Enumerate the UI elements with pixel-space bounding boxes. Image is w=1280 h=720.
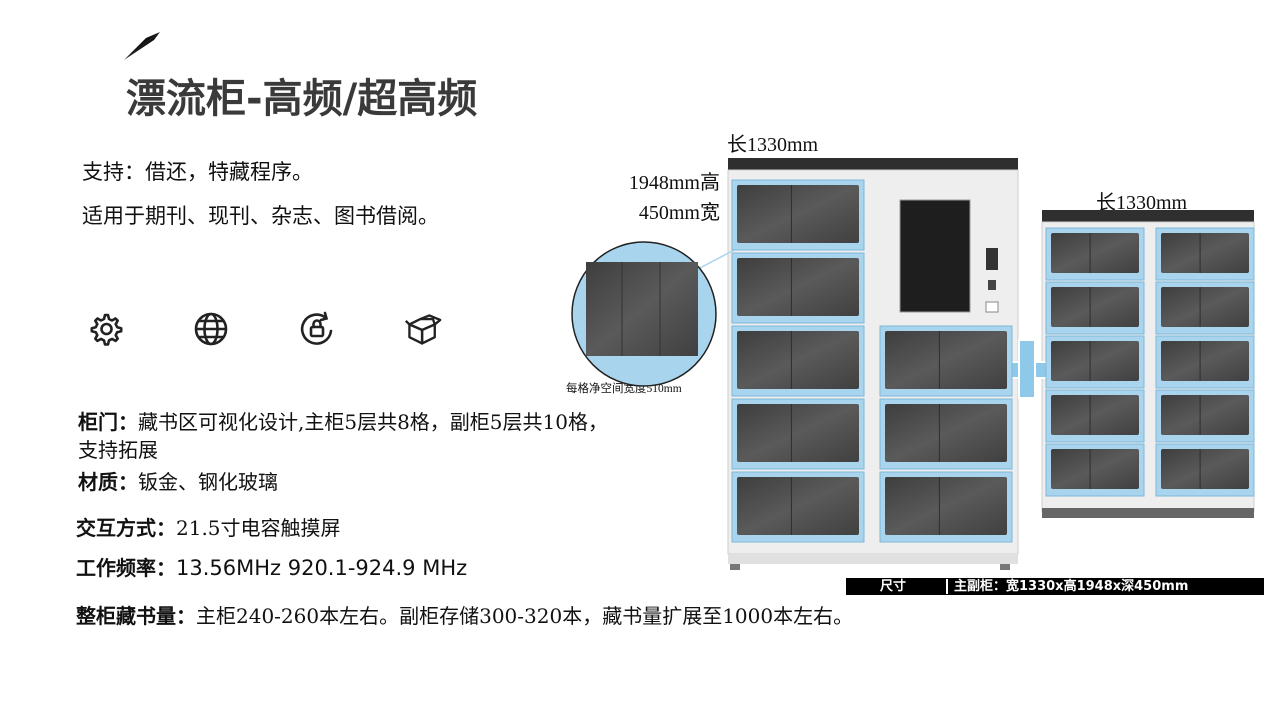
spec-frequency-label: 工作频率： [76,556,176,580]
main-compartment [731,325,865,397]
intro-line-support: 支持：借还，特藏程序。 [82,160,313,184]
size-spec-divider [946,579,948,594]
side-compartment [1045,389,1145,443]
open-box-icon [404,314,442,345]
side-compartment [1155,389,1255,443]
spec-door-label: 柜门： [78,410,138,434]
side-compartment [1155,443,1255,497]
main-compartment [879,398,1013,470]
spec-material-value: 钣金、钢化玻璃 [138,470,278,494]
spec-interaction-label: 交互方式： [76,516,176,540]
spec-door-value-cont: 支持拓展 [78,438,158,462]
spec-frequency-value: 13.56MHz 920.1-924.9 MHz [176,556,468,580]
side-compartment [1045,335,1145,389]
main-compartment [731,252,865,324]
intro-line-usage: 适用于期刊、现刊、杂志、图书借阅。 [82,204,439,228]
globe-icon [194,312,228,346]
main-compartment [731,179,865,251]
side-compartment [1155,335,1255,389]
spec-material-label: 材质： [78,470,138,494]
cabinet-illustration [571,158,1255,570]
size-spec-label: 尺寸 [880,579,907,594]
main-cabinet-length-label: 长1330mm [727,134,819,156]
spec-frequency: 工作频率：13.56MHz 920.1-924.9 MHz [76,554,467,582]
gear-icon [90,313,123,346]
side-compartment [1045,281,1145,335]
main-compartment [731,471,865,543]
main-compartment [731,398,865,470]
zoom-detail [571,227,777,387]
size-spec-bar: 尺寸 主副柜：宽1330x高1948x深450mm [846,578,1264,595]
side-compartment [1045,227,1145,281]
spec-door: 柜门：藏书区可视化设计,主柜5层共8格，副柜5层共10格， 支持拓展 [78,408,718,464]
spec-door-value: 藏书区可视化设计,主柜5层共8格，副柜5层共10格， [138,410,608,434]
cabinet-height-label: 1948mm高 [628,172,720,194]
spec-material: 材质：钣金、钢化玻璃 [78,468,278,496]
spec-capacity-value: 主柜240-260本左右。副柜存储300-320本，藏书量扩展至1000本左右。 [196,604,854,628]
size-spec-value: 主副柜：宽1330x高1948x深450mm [954,579,1189,594]
page-title: 漂流柜-高频/超高频 [126,76,478,122]
spec-interaction: 交互方式：21.5寸电容触摸屏 [76,514,341,542]
spec-capacity: 整柜藏书量：主柜240-260本左右。副柜存储300-320本，藏书量扩展至10… [76,602,853,630]
side-compartment [1045,443,1145,497]
logo-triangle-icon [124,32,160,60]
side-compartment [1155,227,1255,281]
main-compartment [879,325,1013,397]
spec-capacity-label: 整柜藏书量： [76,604,196,628]
side-cabinet-length-label: 长1330mm [1096,192,1188,214]
main-compartment [879,471,1013,543]
cabinet-width-label: 450mm宽 [638,202,720,224]
spec-interaction-value: 21.5寸电容触摸屏 [176,516,341,540]
side-compartment [1155,281,1255,335]
rotate-lock-icon [300,311,333,345]
